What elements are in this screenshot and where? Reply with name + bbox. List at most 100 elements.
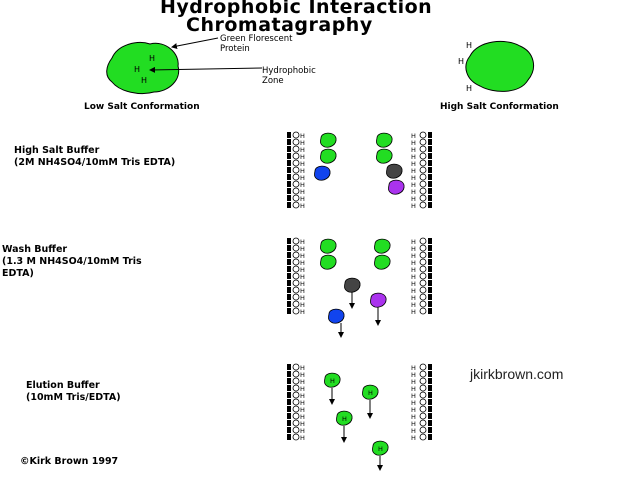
gfp-h-mark: H <box>134 65 140 74</box>
column-wall-bead <box>287 167 291 173</box>
column-wall-bead <box>428 273 432 279</box>
column-h-mark: H <box>411 420 416 428</box>
high-salt-buffer-label: High Salt Buffer <box>14 145 100 156</box>
column-bead <box>419 244 427 252</box>
column-bead <box>419 293 427 301</box>
column-wall-bead <box>428 294 432 300</box>
column-h-mark: H <box>300 364 305 372</box>
protein-label-line-2: Protein <box>220 44 250 54</box>
column-wall-bead <box>428 287 432 293</box>
column-h-mark: H <box>411 238 416 246</box>
column-bead <box>419 405 427 413</box>
column-bead <box>292 433 300 441</box>
column-bead <box>292 300 300 308</box>
column-bead <box>292 244 300 252</box>
column-wall-bead <box>287 153 291 159</box>
column-h-mark: H <box>300 181 305 189</box>
purple-contaminant-protein <box>370 292 387 308</box>
column-h-mark: H <box>300 308 305 316</box>
blue-contaminant-protein <box>314 165 331 181</box>
column-bead <box>292 265 300 273</box>
column-h-mark: H <box>411 174 416 182</box>
column-wall-bead <box>428 252 432 258</box>
column-wall-bead <box>428 174 432 180</box>
column-bead <box>419 187 427 195</box>
column-h-mark: H <box>411 385 416 393</box>
column-bead <box>419 194 427 202</box>
column-wall-bead <box>428 153 432 159</box>
column-wall-bead <box>428 420 432 426</box>
chromatography-columns: HHHHHHHHHHHHHHHHHHHHHHHHHHHHHHHHHHHHHHHH… <box>287 131 432 442</box>
column-wall-bead <box>428 245 432 251</box>
column-h-mark: H <box>300 301 305 309</box>
column-wall-bead <box>287 287 291 293</box>
column-h-mark: H <box>300 132 305 140</box>
column-wall-bead <box>287 132 291 138</box>
wash-buffer-composition-2: EDTA) <box>2 268 34 279</box>
column-wall-bead <box>287 139 291 145</box>
column-h-mark: H <box>300 378 305 386</box>
blue-contaminant-protein <box>328 308 345 324</box>
column-wall-bead <box>428 392 432 398</box>
column-h-mark: H <box>300 413 305 421</box>
column-h-mark: H <box>411 273 416 281</box>
gfp-bound-protein <box>320 254 337 270</box>
column-wall-bead <box>287 266 291 272</box>
column-wall-bead <box>428 202 432 208</box>
column-wall-bead <box>287 188 291 194</box>
zone-pointer-arrow <box>149 66 263 73</box>
column-bead <box>419 363 427 371</box>
column-wall-bead <box>287 245 291 251</box>
column-wall-bead <box>287 238 291 244</box>
title-line-2: Chromatagraphy <box>186 14 373 36</box>
column-h-mark: H <box>300 188 305 196</box>
column-bead <box>292 286 300 294</box>
gfp-h-mark: H <box>466 41 472 50</box>
column-bead <box>419 412 427 420</box>
column-h-mark: H <box>300 371 305 379</box>
column-h-mark: H <box>411 195 416 203</box>
column-bead <box>419 159 427 167</box>
column-bead <box>292 166 300 174</box>
column-bead <box>419 145 427 153</box>
column-wall-bead <box>287 392 291 398</box>
column-wall-bead <box>287 280 291 286</box>
column-bead <box>419 131 427 139</box>
gfp-eluted-protein <box>362 384 379 400</box>
column-wall-bead <box>287 202 291 208</box>
column-bead <box>419 152 427 160</box>
column-bead <box>292 237 300 245</box>
column-wall-bead <box>428 385 432 391</box>
column-h-mark: H <box>411 167 416 175</box>
column-h-mark: H <box>300 273 305 281</box>
column-h-mark: H <box>411 181 416 189</box>
column-bead <box>419 419 427 427</box>
column-h-mark: H <box>300 160 305 168</box>
column-bead <box>419 370 427 378</box>
column-wall-bead <box>287 259 291 265</box>
column-wall-bead <box>287 406 291 412</box>
column-wall-bead <box>287 427 291 433</box>
column-h-mark: H <box>411 153 416 161</box>
column-h-mark: H <box>411 266 416 274</box>
protein-h-mark: H <box>378 445 383 453</box>
column-wall-bead <box>428 371 432 377</box>
column-wall-bead <box>428 238 432 244</box>
column-bead <box>292 194 300 202</box>
column-h-mark: H <box>300 266 305 274</box>
column-h-mark: H <box>300 139 305 147</box>
protein-h-mark: H <box>330 377 335 385</box>
column-h-mark: H <box>300 202 305 210</box>
column-bead <box>419 201 427 209</box>
column-bead <box>419 384 427 392</box>
column-bead <box>292 293 300 301</box>
column-bead <box>419 391 427 399</box>
column-bead <box>419 307 427 315</box>
purple-contaminant-protein <box>388 179 405 195</box>
column-bead <box>419 286 427 294</box>
column-bead <box>419 237 427 245</box>
gfp-bound-protein <box>376 148 393 164</box>
column-h-mark: H <box>300 195 305 203</box>
title-line-1: Hydrophobic Interaction <box>160 0 433 18</box>
